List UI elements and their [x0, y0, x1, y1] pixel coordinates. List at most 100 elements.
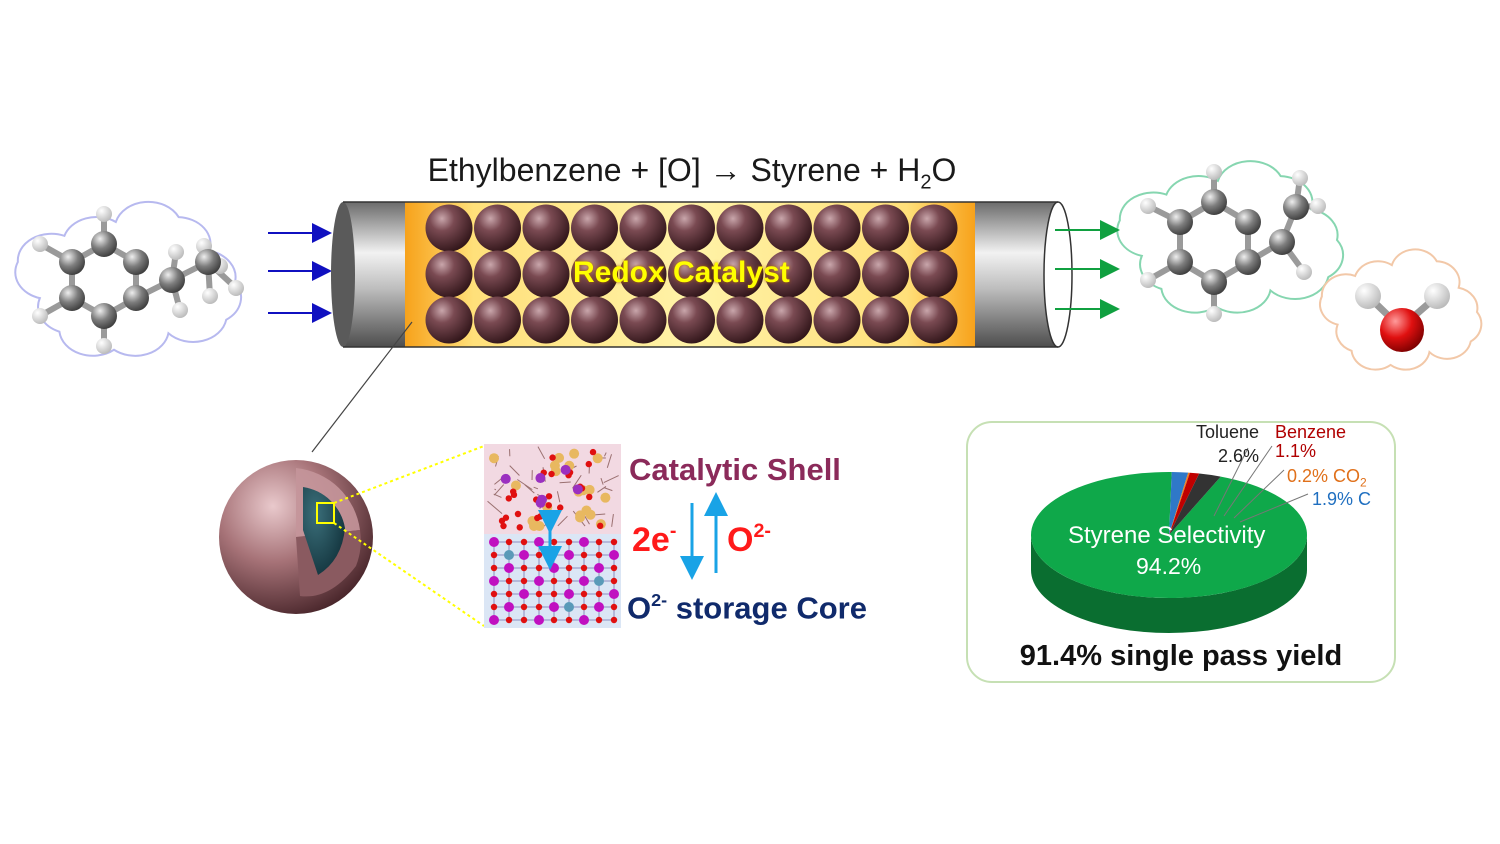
lattice-atom: [594, 563, 604, 573]
carbon-atom: [1167, 209, 1193, 235]
lattice-bond: [494, 488, 497, 491]
lattice-bond: [611, 513, 614, 527]
lattice-atom: [535, 473, 546, 484]
lattice-atom: [535, 603, 543, 611]
oxygen-ion-label: O2-: [727, 520, 771, 559]
lattice-atom: [509, 488, 517, 495]
lattice-atom: [516, 524, 523, 531]
catalyst-bead: [571, 250, 618, 298]
lattice-atom: [520, 616, 528, 624]
catalyst-bead: [910, 250, 958, 298]
shell-label: Catalytic Shell: [629, 452, 841, 487]
catalyst-bead: [571, 296, 618, 344]
core-shell-particle: [219, 445, 485, 627]
catalyst-bead: [425, 204, 473, 252]
hydrogen-atom: [1292, 170, 1308, 186]
lattice-atom: [505, 590, 513, 598]
catalyst-bead: [910, 204, 958, 252]
water-molecule: [1355, 283, 1450, 352]
pie-slice-c: [1169, 472, 1189, 535]
carbon-atom: [123, 285, 149, 311]
pie-value-benzene: 1.1%: [1275, 441, 1317, 461]
carbon-atom: [1269, 229, 1295, 255]
catalyst-bead: [910, 296, 958, 344]
catalyst-bead: [474, 250, 521, 298]
lattice-atom: [549, 460, 560, 471]
lattice-atom: [545, 502, 552, 509]
catalyst-bead: [813, 296, 861, 344]
lattice-atom: [535, 564, 543, 572]
hydrogen-atom: [168, 244, 184, 260]
water-cloud: [1319, 248, 1483, 371]
lattice-atom: [594, 602, 604, 612]
lattice-bond: [603, 452, 607, 457]
lattice-atom: [595, 590, 603, 598]
lattice-atom: [489, 615, 499, 625]
carbon-atom: [1235, 209, 1261, 235]
lattice-atom: [585, 460, 592, 468]
catalyst-bead: [813, 204, 861, 252]
lattice-atom: [505, 577, 513, 585]
lattice-atom: [534, 615, 544, 625]
ethylbenzene-cloud: [14, 200, 243, 357]
lattice-atom: [519, 589, 529, 599]
crystal-structure: [484, 444, 621, 628]
catalyst-bead: [765, 296, 812, 344]
hydrogen-atom: [172, 302, 188, 318]
lattice-atom: [580, 551, 588, 559]
pie-leader-line: [1239, 493, 1309, 523]
catalyst-bead: [668, 204, 715, 252]
lattice-atom: [534, 576, 544, 586]
pie-value-toluene: 2.6%: [1218, 446, 1260, 466]
lattice-atom: [520, 564, 528, 572]
lattice-atom: [565, 616, 573, 624]
lattice-bond: [606, 454, 613, 468]
styrene-molecule: [1140, 164, 1326, 322]
lattice-atom: [565, 538, 573, 546]
lattice-atom: [579, 615, 589, 625]
lattice-atom: [565, 564, 573, 572]
catalyst-bead: [716, 250, 764, 298]
lattice-atom: [580, 590, 588, 598]
hydrogen-atom: [1206, 306, 1222, 322]
lattice-atom: [550, 551, 558, 559]
lattice-atom: [564, 550, 574, 560]
catalyst-bead: [425, 250, 473, 298]
outlet-arrows: [1055, 220, 1120, 319]
lattice-bond: [556, 491, 561, 503]
lattice-atom: [529, 520, 540, 531]
carbon-atom: [59, 249, 85, 275]
lattice-atom: [545, 493, 553, 500]
hydrogen-atom: [1296, 264, 1312, 280]
lattice-atom: [557, 504, 564, 511]
lattice-bond: [600, 477, 604, 485]
catalyst-bead: [716, 204, 764, 252]
pie-label-co2: 0.2% CO2: [1287, 466, 1367, 490]
lattice-atom: [580, 564, 588, 572]
catalyst-bead: [862, 204, 909, 252]
pie-extrusion: [1031, 535, 1307, 633]
carbon-atom: [59, 285, 85, 311]
pie-slice-styrene-selectivity: [1031, 472, 1308, 598]
catalyst-beads: [425, 204, 958, 344]
lattice-atom: [549, 602, 559, 612]
hydrogen-atom: [1140, 198, 1156, 214]
lattice-atom: [609, 589, 619, 599]
catalyst-bead: [619, 296, 667, 344]
lattice-atom: [500, 522, 507, 530]
lattice-atom: [564, 602, 574, 612]
lattice-atom: [505, 616, 513, 624]
lattice-atom: [520, 577, 528, 585]
zoom-pointer-line: [311, 321, 413, 453]
core-label: O2- storage Core: [627, 590, 867, 626]
lattice-atom: [549, 512, 556, 519]
lattice-atom: [548, 470, 555, 478]
redox-arrows: [680, 492, 728, 580]
catalyst-bead: [522, 204, 570, 252]
styrene-cloud: [1116, 160, 1345, 314]
lattice-atom: [610, 577, 618, 585]
pie-slice-toluene: [1169, 473, 1221, 535]
lattice-atom: [505, 538, 513, 546]
lattice-atom: [500, 473, 511, 484]
